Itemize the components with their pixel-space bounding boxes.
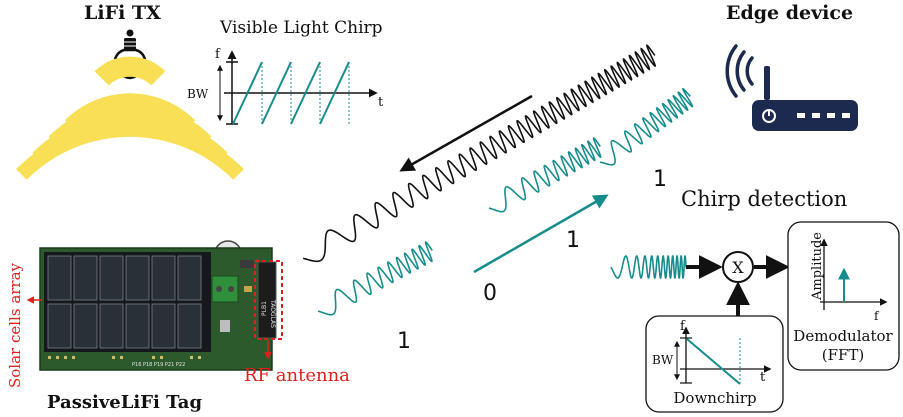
rf-antenna-highlight	[254, 260, 283, 340]
uplink-chirp-wave-bottom-left	[317, 241, 433, 316]
visible-light-chirp-title: Visible Light Chirp	[219, 18, 383, 38]
downlink-chirp-wave	[302, 44, 657, 263]
bit-zero: 0	[483, 281, 497, 306]
chirp-axis-bw: BW	[187, 87, 209, 101]
uplink-arrow	[473, 194, 609, 274]
visible-light-chirp-graph	[217, 50, 378, 125]
uplink-chirp-wave-top-right	[599, 87, 694, 166]
bit-middle: 1	[566, 228, 580, 253]
downlink-arrow	[399, 94, 533, 172]
solar-cells-label: Solar cells array	[6, 262, 24, 388]
downchirp-plot	[674, 326, 772, 385]
detection-input-chirp-wave	[610, 255, 687, 279]
board-plb1-label: PLB1	[261, 301, 268, 316]
bit-top-right: 1	[653, 167, 667, 192]
mixer-symbol: X	[732, 258, 744, 277]
lifi-tx-label: LiFi TX	[84, 2, 161, 24]
light-rays-icon	[16, 56, 244, 180]
fft-axis-f: f	[874, 309, 880, 323]
chirp-axis-t: t	[378, 95, 384, 110]
rf-antenna-label: RF antenna	[244, 365, 350, 386]
bit-bottom-left: 1	[397, 329, 411, 354]
antenna-chip-label: TAOGLAS	[269, 299, 276, 328]
downchirp-axis-t: t	[760, 370, 766, 385]
passive-tag-label: PassiveLiFi Tag	[47, 392, 202, 413]
downchirp-axis-bw: BW	[652, 353, 674, 367]
router-icon	[725, 44, 858, 131]
chirp-detection-title: Chirp detection	[681, 187, 847, 211]
chirp-axis-f: f	[215, 47, 221, 62]
fft-axis-amplitude: Amplitude	[810, 232, 825, 301]
uplink-chirp-wave-middle	[488, 137, 602, 213]
board-pin-labels: P16 P18 P19 P21 P22	[132, 362, 185, 368]
downchirp-box	[645, 315, 784, 413]
downchirp-axis-f: f	[680, 319, 686, 334]
edge-device-label: Edge device	[726, 2, 853, 24]
demodulator-label: Demodulator	[793, 327, 893, 345]
tag-board-image	[39, 240, 277, 371]
downchirp-label: Downchirp	[673, 389, 756, 407]
fft-label: (FFT)	[822, 346, 865, 364]
fft-plot	[820, 238, 888, 310]
